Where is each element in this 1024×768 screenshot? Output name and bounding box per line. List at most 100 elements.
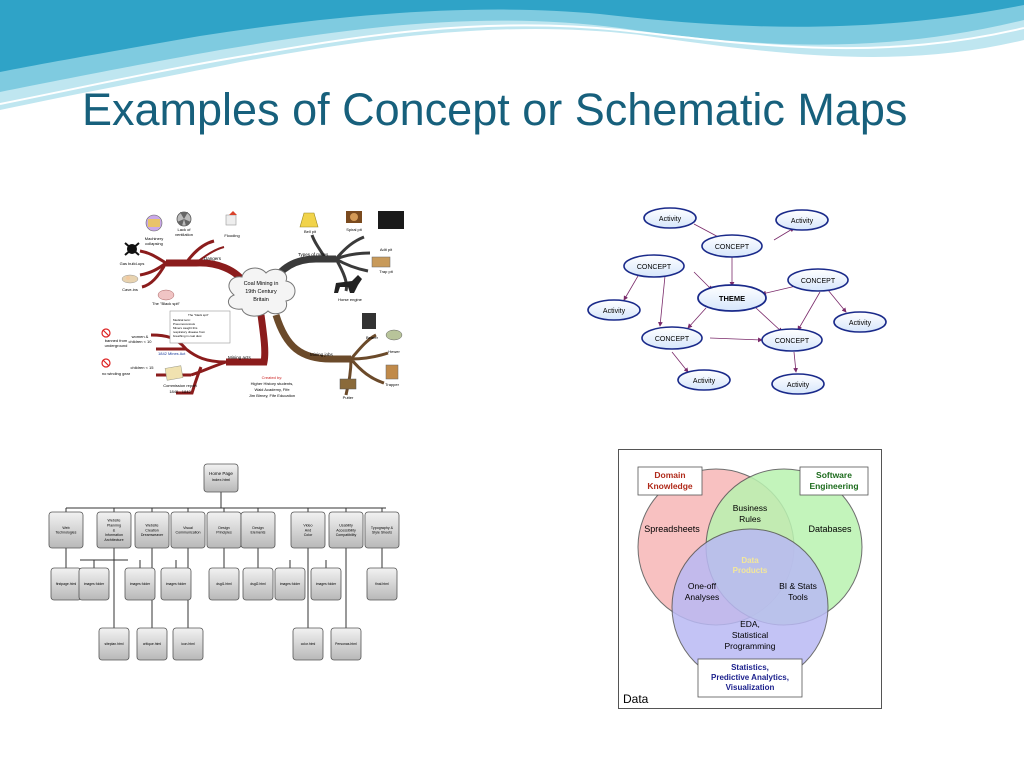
concept-node-bottom-left: CONCEPT (641, 326, 703, 350)
subpage-box-2: critique.html (136, 627, 168, 661)
section-box-7-text: Color (304, 533, 313, 537)
section-box-3-text: Dreamweaver (141, 533, 164, 537)
branch-jobs (272, 313, 351, 363)
section-box-9-text: Style Sheets (372, 531, 392, 535)
concept-map-panel: Activity Activity CONCEPT CONCEPT CONCEP… (584, 204, 888, 400)
page-box-4-text: images folder (166, 582, 187, 586)
svg-text:Visualization: Visualization (726, 683, 775, 692)
data-corner-label: Data (623, 692, 649, 706)
credit-2: Higher History students, (251, 381, 294, 386)
svg-text:CONCEPT: CONCEPT (775, 338, 810, 345)
no-entry-icon (101, 328, 111, 338)
svg-text:Domain: Domain (654, 470, 685, 480)
svg-text:Statistics,: Statistics, (731, 663, 769, 672)
data-products-2: Products (733, 566, 768, 575)
page-box-7: images folder (274, 567, 306, 601)
bell-pit-icon (299, 212, 319, 228)
activity-node-5: Activity (677, 369, 731, 391)
page-box-5-text: dsgl1.html (216, 582, 232, 586)
concept-map-diagram: Activity Activity CONCEPT CONCEPT CONCEP… (587, 207, 887, 395)
svg-text:Activity: Activity (791, 218, 814, 225)
center-line-2: 19th Century (245, 289, 277, 295)
section-box-1-text: Technologies (56, 531, 77, 535)
bistats-1: BI & Stats (779, 581, 817, 591)
page-box-8-text: images folder (316, 582, 337, 586)
svg-text:CONCEPT: CONCEPT (637, 264, 672, 271)
section-box-9: Typography &Style Sheets (364, 511, 400, 549)
slide-title: Examples of Concept or Schematic Maps (82, 84, 908, 135)
section-box-8-text: Usability (339, 523, 353, 527)
center-cloud: Coal Mining in 19th Century Britain (227, 267, 296, 317)
bearer-label: Bearer (366, 335, 379, 340)
page-box-2-text: images folder (84, 582, 105, 586)
venn-diagram: Domain Knowledge Software Engineering Sp… (618, 449, 882, 709)
section-box-2-text: Information (105, 533, 123, 537)
theme-node: THEME (697, 284, 767, 312)
label-acts: Mining acts (228, 355, 252, 360)
winding-label: no winding gear (102, 371, 131, 376)
spreadsheets-label: Spreadsheets (644, 524, 700, 534)
note-line-1: The "black spit" (188, 313, 209, 317)
site-map-level1: WebTechnologiesWebsitePlanning&Informati… (48, 511, 400, 549)
section-box-2-text: Architecture (104, 538, 123, 542)
trapper-icon (385, 364, 399, 380)
lack-vent-1: Lack of (178, 227, 192, 232)
svg-text:Activity: Activity (693, 378, 716, 385)
svg-text:Activity: Activity (787, 382, 810, 389)
oneoff-2: Analyses (685, 592, 720, 602)
page-box-2: images folder (78, 567, 110, 601)
act-1842: 1842 Mines Act (158, 351, 186, 356)
page-box-5: dsgl1.html (208, 567, 240, 601)
header-wave-decoration (0, 0, 1024, 117)
note-line-2: Medical term: (173, 318, 191, 322)
section-box-5-text: Principles (216, 531, 232, 535)
section-box-7-text: Video (303, 523, 312, 527)
credit-3: Waid Academy, Fife (254, 387, 290, 392)
banned-1: banned from (105, 338, 128, 343)
adit-label: Adit pit (380, 247, 393, 252)
lungs-icon (157, 289, 175, 301)
horse-label: Horse engine (338, 297, 363, 302)
label-dangers: Dangers (204, 256, 222, 261)
cave-label: Cave-ins (122, 287, 138, 292)
commission-2: 1840 - 1842 (169, 389, 191, 394)
fan-icon (176, 211, 192, 227)
no-entry-icon-2 (101, 358, 111, 368)
eda-2: Statistical (732, 630, 768, 640)
activity-node-6: Activity (771, 373, 825, 395)
subpage-box-1: siteplan.html (98, 627, 130, 661)
mind-map-diagram: Coal Mining in 19th Century Britain Dang… (101, 211, 404, 400)
concept-node-top: CONCEPT (701, 234, 763, 258)
data-products-1: Data (741, 556, 759, 565)
hewer-icon (385, 329, 403, 341)
section-box-6-text: Design (252, 526, 263, 530)
svg-text:Predictive Analytics,: Predictive Analytics, (711, 673, 789, 682)
subpage-box-2-text: critique.html (143, 642, 162, 646)
trap-label: Trap pit (379, 269, 393, 274)
spiral-label: Spiral pit (346, 227, 362, 232)
note-box: The "black spit" Medical term: Pneumocon… (169, 310, 231, 344)
bistats-2: Tools (788, 592, 808, 602)
flood-icon (225, 211, 237, 226)
section-box-2-text: Website (108, 519, 121, 523)
section-box-5-text: Design (218, 526, 229, 530)
branch-acts (226, 314, 269, 366)
women-2: children < 10 (128, 339, 152, 344)
credit-4: Jim Birney, Fife Education (249, 393, 295, 398)
site-map-diagram: Home Page index.html WebTechnologiesWebs… (48, 463, 400, 661)
subpage-box-5: Personas.html (330, 627, 362, 661)
note-line-4: Miners caught this (173, 326, 198, 330)
svg-text:CONCEPT: CONCEPT (715, 244, 750, 251)
machinery-2: collapsing (145, 241, 163, 246)
note-line-3: Pneumoconiosis (173, 322, 196, 326)
page-box-6-text: dsgl2.html (250, 582, 266, 586)
section-box-9-text: Typography & (371, 526, 394, 530)
page-box-8: images folder (310, 567, 342, 601)
eda-1: EDA, (740, 619, 760, 629)
